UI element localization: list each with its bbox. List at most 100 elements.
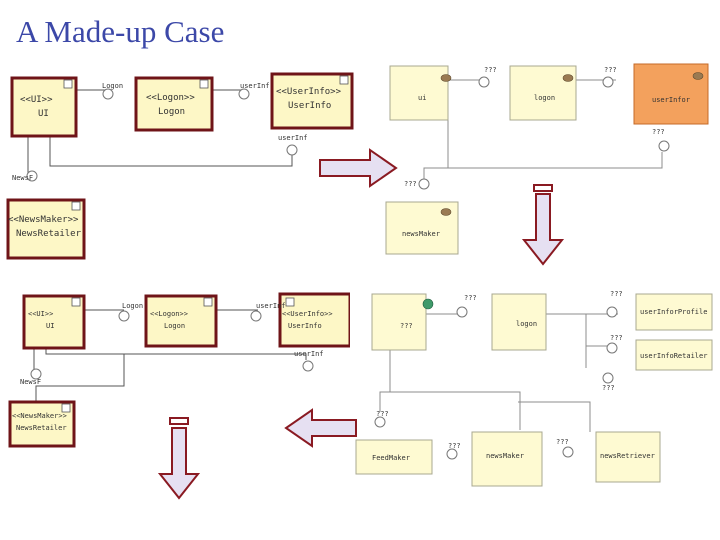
svg-text:???: ??? [652,128,665,136]
component-logon [144,294,218,348]
port [478,76,490,88]
component-userinfo [270,72,354,130]
component-icon [285,297,295,307]
component-icon [440,74,452,82]
svg-text:userInf: userInf [240,82,270,90]
port [302,360,314,372]
svg-text:logon: logon [516,320,537,328]
svg-text:UserInfo: UserInfo [288,101,331,111]
svg-text:???: ??? [376,410,389,418]
component-icon [61,403,71,413]
bar-mark [533,184,553,192]
svg-text:NewsRetailer: NewsRetailer [16,424,67,432]
svg-text:<<Logon>>: <<Logon>> [150,310,188,318]
svg-text:UI: UI [38,109,49,119]
port [602,372,614,384]
arrow-down-right [521,193,565,266]
svg-text:???: ??? [464,294,477,302]
svg-text:UI: UI [46,322,54,330]
svg-text:???: ??? [556,438,569,446]
svg-text:NewsF: NewsF [12,174,33,182]
port [562,446,574,458]
diagram-top-left: <<UI>> UI <<Logon>> Logon <<UserInfo>> U… [6,66,366,272]
component-newsretailer [6,198,86,260]
component-newsretriever [595,431,661,483]
svg-text:ui: ui [418,94,426,102]
diagram-bottom-right: ??? logon userInforProfile userInfoRetai… [350,282,716,492]
slide-title: A Made-up Case [16,14,225,49]
component-ui [389,65,449,121]
svg-text:userInforProfile: userInforProfile [640,308,707,316]
component-userinforprofile [635,293,713,331]
svg-text:<<NewsMaker>>: <<NewsMaker>> [8,215,79,225]
svg-text:<<UI>>: <<UI>> [20,95,53,105]
svg-text:???: ??? [448,442,461,450]
svg-text:logon: logon [534,94,555,102]
component-icon [440,208,452,216]
component-icon [71,297,81,307]
port [446,448,458,460]
port [30,368,42,380]
svg-text:newsRetriever: newsRetriever [600,452,655,460]
svg-text:userInf: userInf [256,302,286,310]
svg-text:???: ??? [400,322,413,330]
svg-text:UserInfo: UserInfo [288,322,322,330]
component-logon [491,293,547,351]
svg-text:<<UserInfo>>: <<UserInfo>> [276,87,342,97]
port [606,306,618,318]
component-logon [134,76,214,132]
port [250,310,262,322]
svg-text:userInf: userInf [294,350,324,358]
svg-text:???: ??? [610,334,623,342]
svg-text:FeedMaker: FeedMaker [372,454,410,462]
svg-text:Logon: Logon [164,322,185,330]
svg-text:NewsF: NewsF [20,378,41,386]
svg-text:<<UI>>: <<UI>> [28,310,53,318]
port [102,88,114,100]
svg-text:userInf: userInf [278,134,308,142]
arrow-right-shape [319,148,398,188]
svg-text:<<UserInfo>>: <<UserInfo>> [282,310,333,318]
component-feedmaker [355,439,433,475]
component-newsmaker [471,431,543,487]
svg-text:???: ??? [484,66,497,74]
svg-text:Logon: Logon [102,82,123,90]
svg-text:Logon: Logon [158,107,185,117]
port [418,178,430,190]
svg-text:Logon: Logon [122,302,143,310]
svg-text:NewsRetailer: NewsRetailer [16,229,82,239]
component-icon [203,297,213,307]
svg-text:???: ??? [602,384,615,392]
component-icon [71,201,81,211]
component-icon [63,79,73,89]
component-icon [199,79,209,89]
svg-text:newsMaker: newsMaker [402,230,440,238]
bar-mark [169,417,189,425]
svg-text:<<Logon>>: <<Logon>> [146,93,195,103]
port [658,140,670,152]
port [118,310,130,322]
port [26,170,38,182]
svg-text:newsMaker: newsMaker [486,452,524,460]
arrow-left [284,408,357,448]
svg-text:userInfor: userInfor [652,96,690,104]
svg-text:???: ??? [404,180,417,188]
component-icon [562,74,574,82]
component-icon [422,298,434,310]
component-unknown [371,293,427,351]
component-ui [22,294,86,350]
arrow-down-left [157,427,201,500]
port [374,416,386,428]
svg-text:<<NewsMaker>>: <<NewsMaker>> [12,412,67,420]
component-userinforetailer [635,339,713,371]
port [286,144,298,156]
component-icon [339,75,349,85]
port [602,76,614,88]
component-icon [692,72,704,80]
port [456,306,468,318]
svg-text:userInfoRetailer: userInfoRetailer [640,352,707,360]
port [606,342,618,354]
port [238,88,250,100]
svg-text:???: ??? [604,66,617,74]
